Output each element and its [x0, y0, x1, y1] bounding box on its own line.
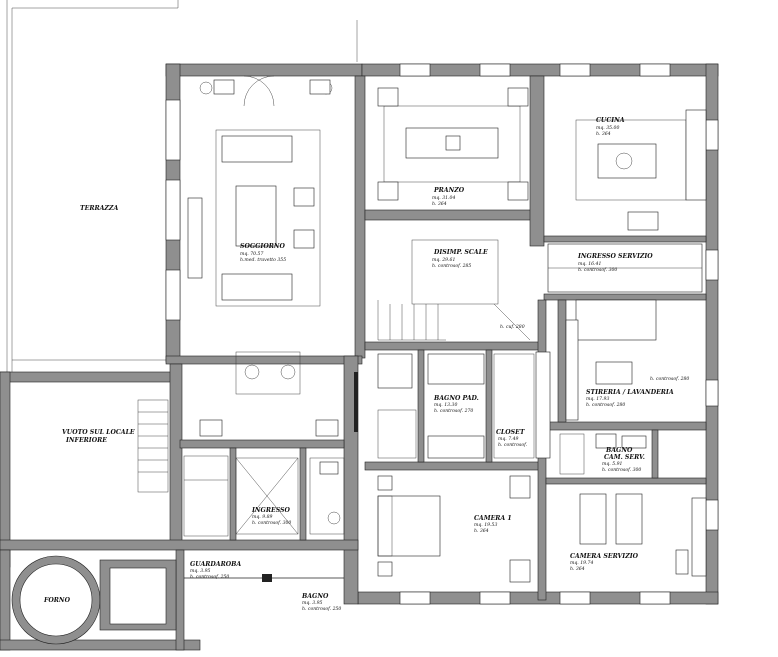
- area-cucina: mq. 35.00: [596, 125, 619, 131]
- area-pranzo: mq. 31.04: [432, 195, 455, 201]
- label-cucina: CUCINA: [596, 117, 625, 124]
- label-soggiorno: SOGGIORNO: [240, 243, 286, 250]
- pranzo-furniture: [377, 87, 529, 201]
- area-guardaroba: mq. 3.95: [190, 568, 211, 574]
- height-bagno: h. controsof. 250: [302, 606, 341, 612]
- height-guardaroba: h. controsof. 250: [190, 574, 229, 580]
- height-disimp-scale: h. controsof. 285: [432, 263, 471, 269]
- area-disimp-scale: mq. 29.61: [432, 257, 455, 263]
- windows: [165, 63, 719, 605]
- label-ingresso: INGRESSO: [251, 507, 290, 514]
- terrace-outline: [6, 0, 358, 372]
- camera1-furniture: [377, 475, 531, 583]
- entrance-furniture: [183, 455, 345, 537]
- height-soggiorno: h.med. travetto 355: [240, 257, 286, 263]
- stireria-height-note: h. controsof. 280: [650, 376, 689, 382]
- height-bagno-cam-serv: h. controsof. 300: [602, 467, 641, 473]
- stair-height-note: h. cuf. 280: [500, 324, 525, 330]
- area-camera-servizio: mq. 19.74: [570, 560, 593, 566]
- service-bathroom: [559, 433, 647, 475]
- height-bagno-pad: h. controsof. 270: [434, 408, 473, 414]
- laundry: [565, 319, 633, 421]
- lower-stair: [137, 399, 169, 493]
- label-disimp-scale: DISIMP. SCALE: [433, 249, 488, 256]
- label-camera-servizio: CAMERA SERVIZIO: [570, 553, 639, 560]
- soggiorno-furniture: [187, 75, 333, 307]
- height-ingresso: h. controsof. 300: [252, 520, 291, 526]
- label-vuoto-2: INFERIORE: [65, 437, 107, 444]
- label-pranzo: PRANZO: [433, 187, 465, 194]
- label-guardaroba: GUARDAROBA: [190, 561, 241, 568]
- area-bagno: mq. 3.95: [302, 600, 323, 606]
- label-bagno-cam-serv-2: CAM. SERV.: [604, 454, 645, 461]
- cucina-furniture: [575, 109, 707, 231]
- height-cucina: h. 364: [596, 131, 611, 137]
- area-camera1: mq. 19.53: [474, 522, 497, 528]
- label-forno: FORNO: [43, 597, 71, 604]
- height-ingresso-servizio: h. controsof. 300: [578, 267, 617, 273]
- area-soggiorno: mq. 70.57: [240, 251, 263, 257]
- bathroom-closet: [377, 351, 551, 459]
- stair-hall: [377, 239, 531, 341]
- oven: [11, 555, 177, 645]
- area-bagno-pad: mq. 13.30: [434, 402, 457, 408]
- height-pranzo: h. 364: [432, 201, 447, 207]
- height-closet: h. controsof.: [498, 442, 528, 448]
- height-stireria: h. controsof. 280: [586, 402, 625, 408]
- area-stireria: mq. 17.93: [586, 396, 609, 402]
- corridor-furniture: [199, 351, 358, 437]
- service-entrance: [547, 243, 703, 341]
- label-camera1: CAMERA 1: [474, 515, 512, 522]
- height-camera1: h. 364: [474, 528, 489, 534]
- area-closet: mq. 7.49: [498, 436, 519, 442]
- label-bagno: BAGNO: [301, 593, 329, 600]
- camera-servizio-furniture: [579, 493, 707, 577]
- area-bagno-cam-serv: mq. 5.91: [602, 461, 623, 467]
- label-closet: CLOSET: [496, 429, 525, 436]
- height-camera-servizio: h. 364: [570, 566, 585, 572]
- label-ingresso-servizio: INGRESSO SERVIZIO: [577, 253, 653, 260]
- label-stireria: STIRERIA / LAVANDERIA: [586, 389, 674, 396]
- label-vuoto: VUOTO SUL LOCALE: [62, 429, 135, 436]
- label-terrazza: TERRAZZA: [80, 205, 118, 212]
- area-ingresso-servizio: mq. 16.41: [578, 261, 601, 267]
- label-bagno-cam-serv: BAGNO: [605, 447, 633, 454]
- bottom-annotation-line: [184, 574, 344, 582]
- label-bagno-pad: BAGNO PAD.: [433, 395, 479, 402]
- area-ingresso: mq. 9.89: [252, 514, 273, 520]
